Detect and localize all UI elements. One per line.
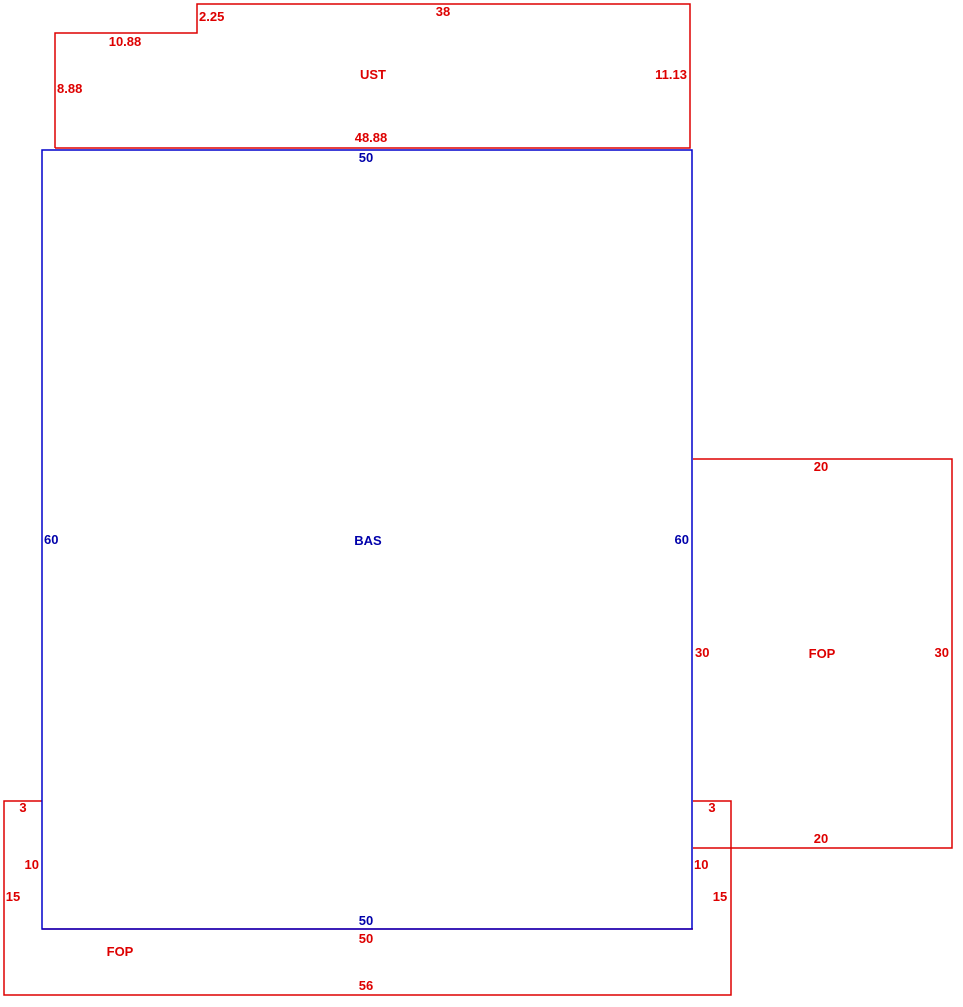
ust-area-name: UST <box>360 67 386 82</box>
ust-outline <box>54 3 691 149</box>
fop-bottom-dim-outer-right: 15 <box>713 889 727 904</box>
fop-bottom-dim-outer-bottom: 56 <box>359 978 373 993</box>
fop-bottom-dim-inner-left: 10 <box>25 857 39 872</box>
ust-dim-step-run: 10.88 <box>109 34 142 49</box>
fop-bottom-dim-top-left: 3 <box>19 800 26 815</box>
bas-outline <box>41 149 693 930</box>
ust-dim-right: 11.13 <box>655 67 687 82</box>
fop-right-dim-right: 30 <box>935 645 949 660</box>
fop-right-area-name: FOP <box>809 646 836 661</box>
ust-dim-top: 38 <box>436 4 450 19</box>
bas-dim-top: 50 <box>359 150 373 165</box>
fop-bottom-outer-outline <box>3 800 732 996</box>
bas-dim-bottom: 50 <box>359 913 373 928</box>
fop-right-outline <box>693 458 953 849</box>
fop-right-dim-bottom: 20 <box>814 831 828 846</box>
bas-dim-right: 60 <box>675 532 689 547</box>
fop-bottom-dim-inner-right: 10 <box>694 857 708 872</box>
fop-bottom-dim-top-right: 3 <box>708 800 715 815</box>
fop-bottom-dim-outer-left: 15 <box>6 889 20 904</box>
fop-bottom-dim-inner-bottom: 50 <box>359 931 373 946</box>
bas-area-name: BAS <box>354 533 382 548</box>
bas-dim-left: 60 <box>44 532 58 547</box>
ust-dim-step-riser: 2.25 <box>199 9 224 24</box>
fop-right-dim-top: 20 <box>814 459 828 474</box>
fop-bottom-area-name: FOP <box>107 944 134 959</box>
ust-dim-bottom: 48.88 <box>355 130 388 145</box>
fop-right-dim-left: 30 <box>695 645 709 660</box>
ust-dim-left: 8.88 <box>57 81 82 96</box>
